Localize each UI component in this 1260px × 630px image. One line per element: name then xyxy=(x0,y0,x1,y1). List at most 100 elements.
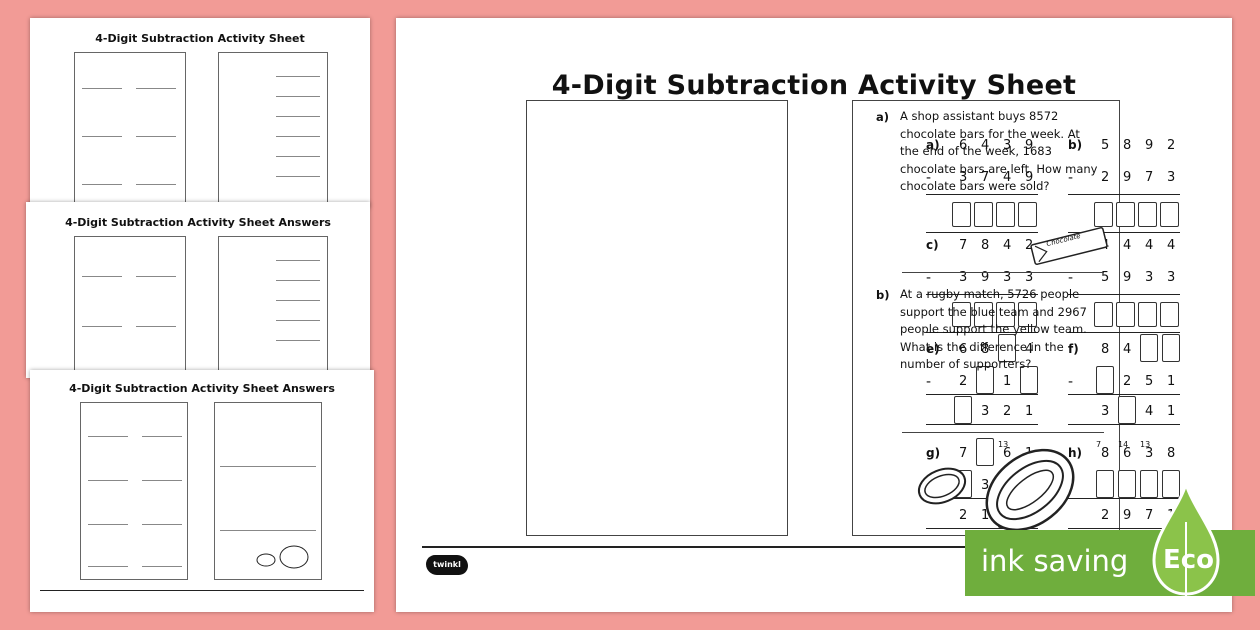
digit: 3 xyxy=(1167,270,1176,285)
answer-cells xyxy=(952,202,1037,227)
answer-cells xyxy=(952,302,1037,327)
answer-cell[interactable] xyxy=(998,334,1016,362)
answer-line xyxy=(1068,528,1180,529)
thumbnail-answers-sheet: 4-Digit Subtraction Activity Sheet Answe… xyxy=(26,202,370,378)
digit: 2 xyxy=(1101,508,1110,523)
answer-cells xyxy=(1094,202,1179,227)
answer-cell[interactable] xyxy=(1094,302,1113,327)
carry-digit: 13 xyxy=(1140,440,1151,449)
digit: 6 xyxy=(959,342,968,357)
digit: 8 xyxy=(1101,446,1110,461)
main-activity-sheet: 4-Digit Subtraction Activity Sheet a) 6 4 3… xyxy=(396,18,1232,612)
digit: 7 xyxy=(981,170,990,185)
minus-sign: - xyxy=(926,170,932,186)
carry-digit: 13 xyxy=(998,440,1009,449)
digit: 3 xyxy=(1167,170,1176,185)
thumbnail-answers-sheet-full: 4-Digit Subtraction Activity Sheet Answe… xyxy=(30,370,374,612)
thumbnail-left-box xyxy=(80,402,188,580)
minus-sign: - xyxy=(1068,374,1074,390)
digit: 9 xyxy=(1025,138,1034,153)
answer-line xyxy=(926,232,1038,233)
eco-word: Eco xyxy=(1163,545,1215,575)
answer-cell[interactable] xyxy=(1140,470,1158,498)
digit: 3 xyxy=(1145,270,1154,285)
answer-line xyxy=(1068,294,1180,295)
digit: 3 xyxy=(1025,270,1034,285)
answer-cell[interactable] xyxy=(1118,396,1136,424)
digit: 6 xyxy=(1123,446,1132,461)
digit: 2 xyxy=(1025,238,1034,253)
answer-line xyxy=(926,498,1038,499)
word-problem-text: At a rugby match, 5726 people support th… xyxy=(900,287,1087,371)
answer-cell[interactable] xyxy=(1162,334,1180,362)
answer-line xyxy=(926,424,1038,425)
digit: 3 xyxy=(1145,446,1154,461)
answer-cell[interactable] xyxy=(1018,302,1037,327)
answer-line xyxy=(926,332,1038,333)
digit: 4 xyxy=(1003,170,1012,185)
answer-cell[interactable] xyxy=(954,396,972,424)
answer-cell[interactable] xyxy=(1160,202,1179,227)
answer-cell[interactable] xyxy=(1116,202,1135,227)
answer-cell[interactable] xyxy=(1116,302,1135,327)
answer-cell[interactable] xyxy=(1138,302,1157,327)
answer-line xyxy=(1068,498,1180,499)
answer-cell[interactable] xyxy=(996,202,1015,227)
page-title: 4-Digit Subtraction Activity Sheet xyxy=(551,70,1077,101)
answer-cell[interactable] xyxy=(976,438,994,466)
digit: 4 xyxy=(1123,238,1132,253)
answer-line xyxy=(926,294,1038,295)
word-problem-label: a) xyxy=(876,110,890,124)
thumbnail-title: 4-Digit Subtraction Activity Sheet Answe… xyxy=(65,216,331,229)
answer-cell[interactable] xyxy=(952,302,971,327)
digit: 3 xyxy=(981,478,990,493)
question-label: h) xyxy=(1068,446,1083,460)
answer-cell[interactable] xyxy=(1140,334,1158,362)
question-label: g) xyxy=(926,446,941,460)
digit: 4 xyxy=(1025,342,1034,357)
answer-cell[interactable] xyxy=(1018,202,1037,227)
digit: 5 xyxy=(1145,374,1154,389)
answer-line xyxy=(926,394,1038,395)
word-problem-label: b) xyxy=(876,288,890,302)
footer-divider xyxy=(422,546,1202,548)
answer-line xyxy=(902,272,1104,273)
calculations-box xyxy=(526,100,788,536)
answer-cell[interactable] xyxy=(1096,366,1114,394)
digit: 8 xyxy=(1101,342,1110,357)
eco-drop-icon xyxy=(1152,482,1220,598)
answer-cell[interactable] xyxy=(1020,366,1038,394)
answer-cell[interactable] xyxy=(1096,470,1114,498)
rugby-ball-icon xyxy=(256,545,309,569)
answer-cell[interactable] xyxy=(1160,302,1179,327)
digit: 3 xyxy=(981,404,990,419)
digit: 5 xyxy=(1101,138,1110,153)
digit: 1 xyxy=(1003,374,1012,389)
answer-cell[interactable] xyxy=(1138,202,1157,227)
twinkl-logo: twinkl xyxy=(426,555,468,575)
digit: 1 xyxy=(1025,404,1034,419)
rugby-ball-icon xyxy=(917,448,1075,532)
digit: 8 xyxy=(1167,446,1176,461)
answer-cell[interactable] xyxy=(974,302,993,327)
digit: 3 xyxy=(1003,138,1012,153)
digit: 4 xyxy=(1145,404,1154,419)
answer-cell[interactable] xyxy=(974,202,993,227)
answer-cell[interactable] xyxy=(996,302,1015,327)
digit: 1 xyxy=(1167,404,1176,419)
carry-digit: 7 xyxy=(1096,440,1102,449)
answer-cell[interactable] xyxy=(976,366,994,394)
digit: 5 xyxy=(1101,270,1110,285)
answer-cell[interactable] xyxy=(1094,202,1113,227)
digit: 7 xyxy=(959,446,968,461)
answer-cell[interactable] xyxy=(1118,470,1136,498)
digit: 9 xyxy=(1123,508,1132,523)
answer-cell[interactable] xyxy=(952,202,971,227)
answer-cell[interactable] xyxy=(1162,470,1180,498)
chocolate-bar-icon xyxy=(1030,227,1108,265)
digit: 3 xyxy=(959,170,968,185)
digit: 1 xyxy=(981,508,990,523)
minus-sign: - xyxy=(1068,270,1074,286)
answer-line xyxy=(1068,194,1180,195)
thumbnail-activity-sheet: 4-Digit Subtraction Activity Sheet xyxy=(30,18,370,208)
